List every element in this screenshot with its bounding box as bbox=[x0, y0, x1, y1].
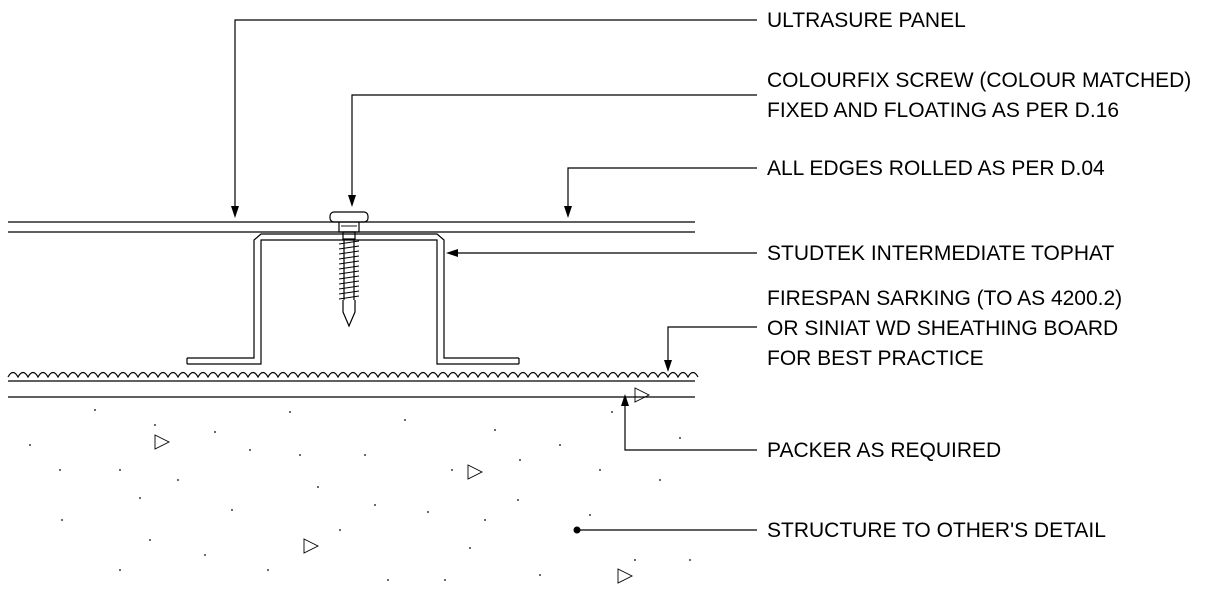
colourfix-screw bbox=[329, 211, 369, 328]
firespan-sarking bbox=[7, 371, 699, 382]
label-structure: STRUCTURE TO OTHER'S DETAIL bbox=[767, 519, 1106, 542]
leader-edges bbox=[564, 167, 757, 218]
label-screw-line1: COLOURFIX SCREW (COLOUR MATCHED) bbox=[767, 69, 1191, 92]
leader-tophat bbox=[446, 249, 757, 257]
label-tophat: STUDTEK INTERMEDIATE TOPHAT bbox=[767, 242, 1114, 265]
leader-sarking bbox=[664, 326, 757, 372]
ultrasure-panel bbox=[8, 221, 695, 233]
structure-hatch bbox=[29, 387, 691, 584]
studtek-tophat bbox=[186, 233, 520, 365]
label-packer: PACKER AS REQUIRED bbox=[767, 439, 1001, 462]
label-panel: ULTRASURE PANEL bbox=[767, 9, 966, 32]
label-screw-line2: FIXED AND FLOATING AS PER D.16 bbox=[767, 99, 1119, 122]
label-sarking-line3: FOR BEST PRACTICE bbox=[767, 347, 984, 370]
label-sarking-line2: OR SINIAT WD SHEATHING BOARD bbox=[767, 317, 1118, 340]
leader-screw bbox=[348, 94, 757, 207]
leader-panel bbox=[231, 19, 757, 218]
label-edges: ALL EDGES ROLLED AS PER D.04 bbox=[767, 157, 1105, 180]
leader-packer bbox=[621, 394, 757, 451]
label-sarking-line1: FIRESPAN SARKING (TO AS 4200.2) bbox=[767, 287, 1122, 310]
leader-structure bbox=[573, 526, 757, 534]
